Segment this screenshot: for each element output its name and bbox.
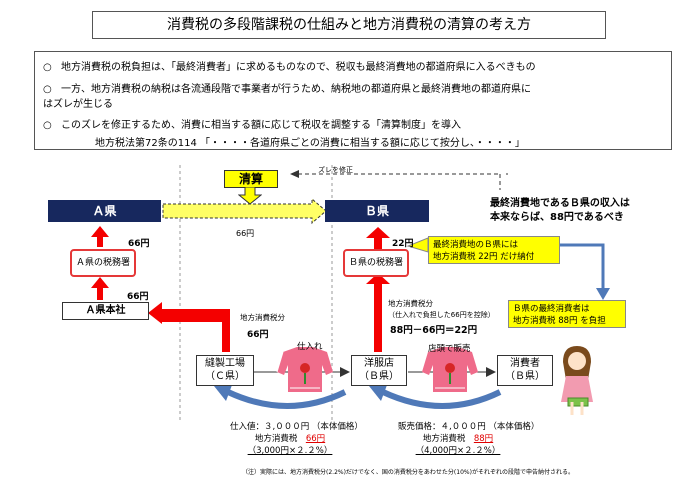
pref-b-bar: Ｂ県 xyxy=(325,200,429,222)
shop-box: 洋服店 （Ｂ県） xyxy=(351,355,407,386)
bullet-2-cont: はズレが生じる xyxy=(43,99,113,110)
shop-tax-calc: 88円－66円＝22円 xyxy=(390,325,478,336)
purchase-tax-value: 66円 xyxy=(305,434,326,444)
bullet-2: ○一方、地方消費税の納税は各流通段階で事業者が行うため、納税地の都道府県と最終消… xyxy=(43,84,531,95)
settlement-arrow xyxy=(162,197,327,225)
red-arrow-up xyxy=(91,226,109,247)
flow-arrow-head xyxy=(340,367,350,377)
payment-arrow xyxy=(381,389,502,409)
pref-a-bar: Ａ県 xyxy=(48,200,161,222)
blue-arrow-head xyxy=(596,288,610,300)
flow-arrow-head xyxy=(486,367,496,377)
correction-label: ズレを修正 xyxy=(318,166,353,174)
sweater-icon xyxy=(422,347,478,392)
red-arrow-up xyxy=(366,227,390,238)
settlement-down-arrow xyxy=(238,187,262,205)
bullet-marker: ○ xyxy=(43,84,52,95)
shop-tax-note: （仕入れで負担した66円を控除） xyxy=(388,311,495,319)
shop-tax-label: 地方消費税分 xyxy=(388,299,433,308)
purchase-label: 仕入れ xyxy=(297,342,323,352)
bullet-1: ○地方消費税の税負担は、「最終消費者」に求めるものなので、税収も最終消費地の都道… xyxy=(43,62,536,73)
law-citation: 地方税法第72条の114 「・・・・各道府県ごとの消費に相当する額に応じて按分し… xyxy=(95,138,525,149)
a-hq: Ａ県本社 xyxy=(62,302,149,320)
correction-arrow-head xyxy=(290,170,299,178)
payment-arrow xyxy=(226,389,347,409)
blue-connector xyxy=(558,243,605,290)
consumer-box: 消費者 （Ｂ県） xyxy=(497,355,553,386)
summary-box: ○地方消費税の税負担は、「最終消費者」に求めるものなので、税収も最終消費地の都道… xyxy=(34,51,672,150)
callout-consumer: Ｂ県の最終消費者は 地方消費税 88円 を負担 xyxy=(508,300,626,328)
bullet-marker: ○ xyxy=(43,120,52,131)
bullet-3: ○このズレを修正するため、消費に相当する額に応じて税収を調整する「清算制度」を導… xyxy=(43,120,461,131)
factory-box: 縫製工場 （Ｃ県） xyxy=(196,355,254,386)
a-tax-office: Ａ県の税務署 xyxy=(70,249,136,277)
note-top: 最終消費地であるＢ県の収入は 本来ならば、88円であるべき xyxy=(490,198,630,223)
sweater-icon xyxy=(276,347,333,392)
consumer-person-icon xyxy=(561,346,593,415)
b-tax-office: Ｂ県の税務署 xyxy=(343,249,409,277)
page-title: 消費税の多段階課税の仕組みと地方消費税の清算の考え方 xyxy=(92,11,606,39)
bullet-marker: ○ xyxy=(43,62,52,73)
settlement-label: 清算 xyxy=(224,170,278,188)
sale-label: 店頭で販売 xyxy=(428,344,471,354)
red-arrow-up xyxy=(91,277,109,300)
a-amount-lower: 66円 xyxy=(127,292,149,302)
settlement-amount: 66円 xyxy=(236,229,255,238)
red-arrow-up xyxy=(366,273,390,284)
purchase-price-block: 仕入値：３,０００円 （本体価格） 地方消費税 66円 （3,000円×２.２%… xyxy=(230,422,363,456)
footnote: （注）実際には、地方消費税分(2.2%)だけでなく、国の消費税分をあわせた分(1… xyxy=(242,469,574,476)
factory-tax-amount: 66円 xyxy=(247,330,269,340)
sale-price-block: 販売価格：４,０００円 （本体価格） 地方消費税 88円 （4,000円×２.２… xyxy=(398,422,540,456)
sale-tax-value: 88円 xyxy=(473,434,494,444)
callout-b-pref: 最終消費地のＢ県には 地方消費税 22円 だけ納付 xyxy=(428,236,560,264)
factory-tax-label: 地方消費税分 xyxy=(240,313,285,322)
a-amount-upper: 66円 xyxy=(128,239,150,249)
b-amount: 22円 xyxy=(392,239,414,249)
